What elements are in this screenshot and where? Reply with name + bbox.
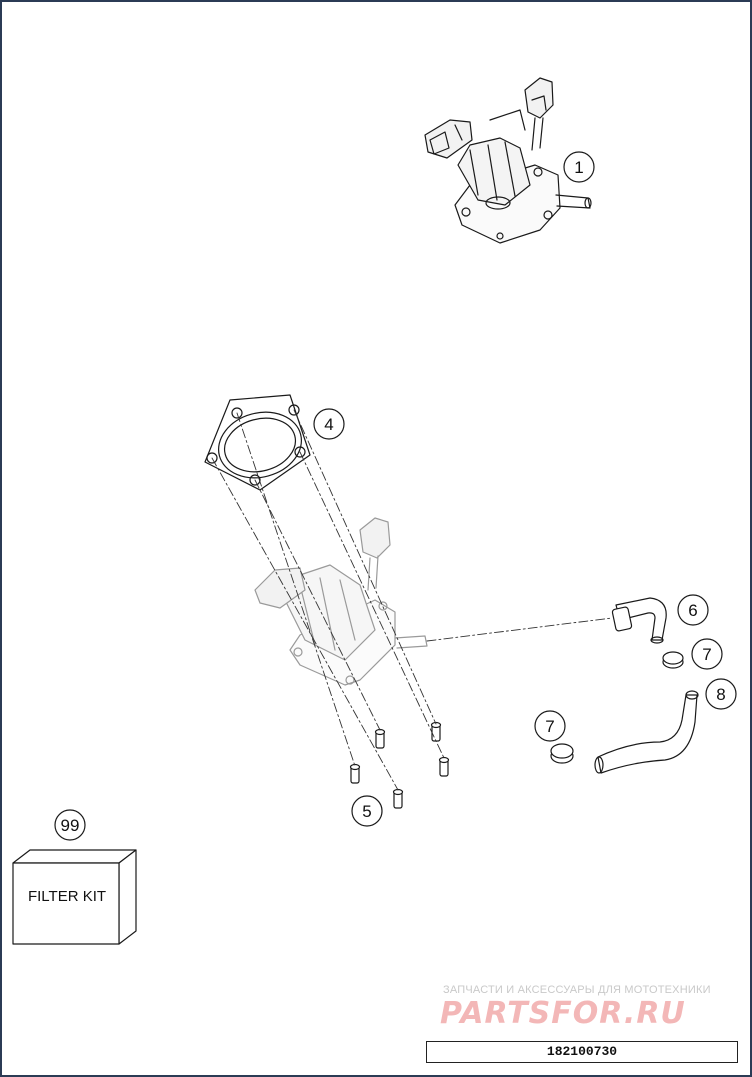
fuel-pump-assembly-part (424, 77, 592, 244)
callout-4: 4 (313, 408, 345, 440)
exploded-pump-body (254, 517, 428, 686)
filter-kit-box (12, 849, 137, 945)
watermark-tagline: ЗАПЧАСТИ И АКСЕССУАРЫ ДЛЯ МОТОТЕХНИКИ (443, 984, 711, 996)
hose-clamp-part (550, 743, 574, 764)
callout-99: 99 (54, 809, 86, 841)
alignment-lines (211, 409, 613, 791)
svg-text:6: 6 (688, 601, 697, 620)
fuel-hose-part (594, 690, 699, 774)
callout-7b: 7 (534, 710, 566, 742)
callout-5: 5 (351, 795, 383, 827)
watermark-logo: PARTSFOR.RU (440, 996, 686, 1031)
filter-kit-label: FILTER KIT (28, 888, 106, 905)
screws-part (349, 721, 450, 809)
svg-text:99: 99 (61, 816, 80, 835)
document-number: 182100730 (426, 1041, 738, 1063)
flange-gasket-part (204, 394, 311, 491)
callout-8: 8 (705, 678, 737, 710)
svg-text:7: 7 (702, 645, 711, 664)
svg-text:5: 5 (362, 802, 371, 821)
screw (374, 728, 386, 749)
screw (392, 788, 404, 809)
elbow-fitting-part (611, 597, 667, 644)
svg-text:4: 4 (324, 415, 333, 434)
svg-text:1: 1 (574, 158, 583, 177)
callout-7a: 7 (691, 638, 723, 670)
svg-text:8: 8 (716, 685, 725, 704)
screw (438, 756, 450, 777)
screw (349, 763, 361, 784)
screw (430, 721, 442, 742)
callout-1: 1 (563, 151, 595, 183)
hose-clamp-part (662, 651, 684, 669)
callout-6: 6 (677, 594, 709, 626)
svg-text:7: 7 (545, 717, 554, 736)
